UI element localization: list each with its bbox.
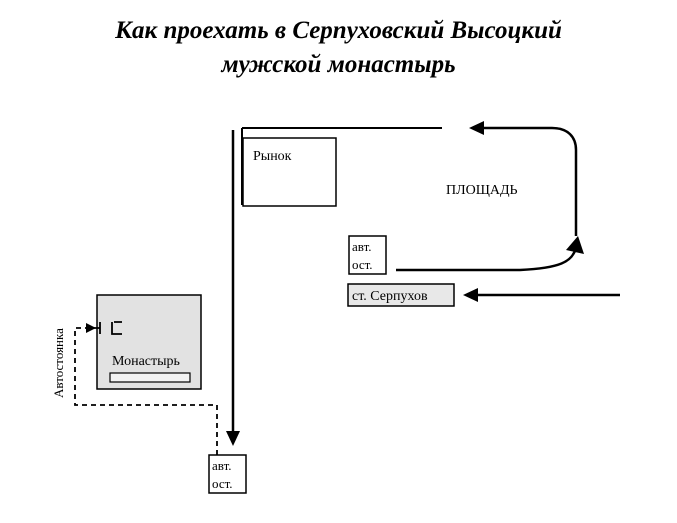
bus-stop-square-line1: авт. <box>352 239 372 254</box>
map-title-line-2: мужской монастырь <box>221 51 456 78</box>
bus-stop-bottom-line2: ост. <box>212 476 233 491</box>
parking-route-dashed <box>74 327 218 455</box>
market-label: Рынок <box>253 149 292 164</box>
loop-arrow-left-icon <box>469 121 484 135</box>
square-label: ПЛОЩАДЬ <box>446 183 518 198</box>
station-box <box>347 283 455 307</box>
market-box <box>242 137 337 207</box>
loop-route-right <box>484 126 578 236</box>
parking-arrow-icon <box>86 323 96 333</box>
loop-route <box>396 247 578 272</box>
parking-label: Автостоянка <box>51 328 66 398</box>
map-title-line-1: Как проехать в Серпуховский Высоцкий <box>115 17 562 44</box>
main-road-arrow-down-icon <box>226 431 240 446</box>
monastery-label: Монастырь <box>112 354 180 369</box>
bus-stop-square-line2: ост. <box>352 257 373 272</box>
bus-stop-bottom-line1: авт. <box>212 458 232 473</box>
bus-stop-bottom-box <box>208 454 247 494</box>
bus-stop-square-box <box>348 235 387 275</box>
monastery-bar <box>109 372 191 383</box>
arrival-arrow-left-icon <box>463 288 478 302</box>
loop-arrow-up-icon <box>566 236 584 254</box>
station-label: ст. Серпухов <box>352 289 428 304</box>
